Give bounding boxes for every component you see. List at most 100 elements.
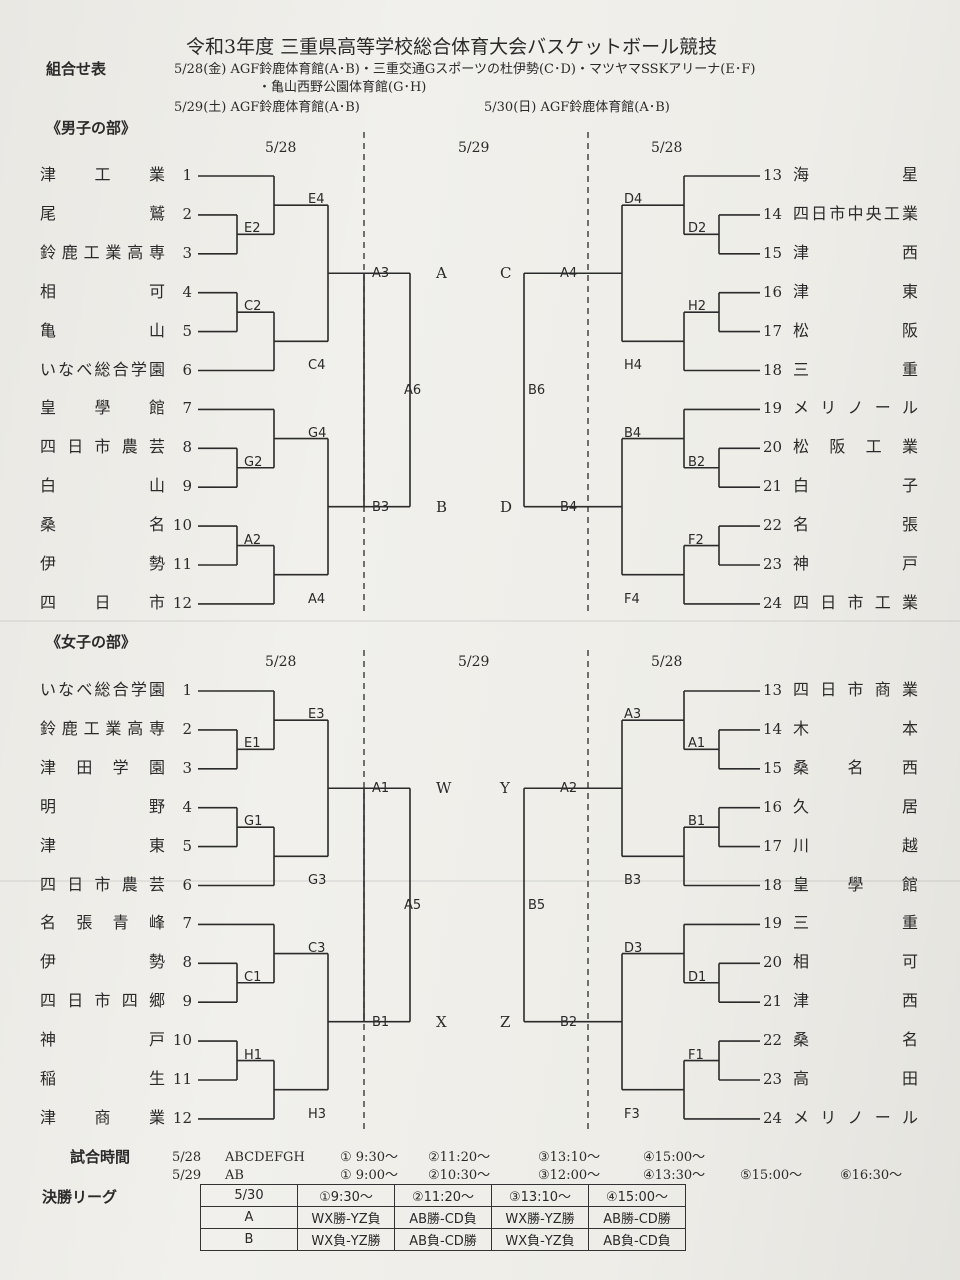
schedule-label: 試合時間 bbox=[70, 1148, 131, 1166]
final-header-cell: 5/30 bbox=[200, 1184, 298, 1207]
team-name: 四 日 市 商 業 bbox=[793, 680, 918, 699]
team-name: 伊 勢 bbox=[40, 554, 165, 573]
team-number: 9 bbox=[182, 477, 192, 496]
bracket-code: G1 bbox=[244, 814, 263, 830]
bracket-code: E3 bbox=[308, 707, 325, 723]
team-name: 亀 山 bbox=[40, 320, 165, 340]
final-cell: WX負-YZ負 bbox=[491, 1228, 589, 1251]
team-number: 12 bbox=[172, 593, 192, 612]
team-number: 15 bbox=[763, 758, 783, 777]
girls-date-right: 5/28 bbox=[651, 654, 683, 670]
team-number: 12 bbox=[172, 1108, 192, 1127]
slot-label: D bbox=[500, 497, 513, 516]
team-number: 2 bbox=[182, 719, 192, 738]
team-number: 14 bbox=[763, 204, 783, 223]
team-number: 5 bbox=[182, 321, 192, 340]
boys-label: 《男子の部》 bbox=[46, 119, 137, 137]
team-number: 21 bbox=[763, 992, 783, 1011]
team-number: 24 bbox=[763, 1108, 783, 1127]
venue-0529: 5/29(土) AGF鈴鹿体育館(A･B) bbox=[174, 100, 360, 115]
team-name: 白 山 bbox=[40, 476, 165, 496]
team-number: 3 bbox=[182, 243, 192, 262]
bracket-code: A4 bbox=[308, 591, 326, 607]
final-header-cell: ③13:10～ bbox=[491, 1184, 589, 1207]
team-number: 2 bbox=[182, 204, 192, 223]
team-name: 四 日 市 工 業 bbox=[793, 592, 918, 612]
team-name: 松 阪 工 業 bbox=[793, 437, 918, 457]
bracket-code: F2 bbox=[688, 532, 704, 548]
team-name: 木 本 bbox=[793, 718, 918, 738]
team-name: 神 戸 bbox=[40, 1030, 165, 1050]
bracket-code: H4 bbox=[624, 358, 643, 374]
team-number: 21 bbox=[763, 477, 783, 496]
schedule-time: ⑥16:30～ bbox=[840, 1168, 903, 1183]
schedule-time: ⑤15:00～ bbox=[740, 1168, 803, 1183]
team-number: 9 bbox=[182, 992, 192, 1011]
team-name: 津 田 学 園 bbox=[40, 757, 165, 777]
paper-fold bbox=[0, 620, 960, 622]
page-title: 令和3年度 三重県高等学校総合体育大会バスケットボール競技 bbox=[186, 36, 718, 58]
schedule-time: ① 9:00～ bbox=[340, 1168, 398, 1183]
bracket-code: H1 bbox=[244, 1047, 263, 1063]
final-cell: WX負-YZ勝 bbox=[297, 1228, 395, 1251]
slot-label: A bbox=[436, 264, 447, 283]
final-cell: A bbox=[200, 1206, 298, 1229]
team-name: 久 居 bbox=[793, 796, 918, 816]
team-name: 津 東 bbox=[40, 835, 165, 855]
schedule-courts-0529: AB bbox=[225, 1168, 244, 1183]
team-name: 四 日 市 bbox=[40, 592, 165, 612]
team-name: 桑 名 西 bbox=[793, 757, 918, 777]
final-cell: AB勝-CD負 bbox=[394, 1206, 492, 1229]
girls-date-center: 5/29 bbox=[458, 654, 490, 670]
bracket-code: B1 bbox=[688, 814, 706, 830]
team-number: 20 bbox=[763, 438, 783, 457]
team-number: 11 bbox=[172, 1070, 192, 1088]
slot-label: Z bbox=[500, 1012, 511, 1031]
team-name: いなべ総合学園 bbox=[40, 680, 165, 699]
bracket-code: B4 bbox=[624, 425, 642, 441]
team-name: 鈴鹿工業高専 bbox=[40, 242, 165, 262]
team-number: 18 bbox=[763, 875, 783, 894]
team-number: 22 bbox=[763, 516, 783, 535]
bracket-code: A6 bbox=[404, 382, 422, 398]
team-name: 相 可 bbox=[793, 952, 918, 972]
schedule-time: ③12:00～ bbox=[538, 1168, 601, 1183]
team-name: 稲 生 bbox=[40, 1069, 165, 1088]
venue-0528: 5/28(金) AGF鈴鹿体育館(A･B)・三重交通Gスポーツの杜伊勢(C･D)… bbox=[174, 62, 756, 77]
bracket-code: B2 bbox=[688, 454, 706, 470]
team-number: 15 bbox=[763, 243, 783, 262]
paper-fold bbox=[0, 880, 960, 882]
team-number: 17 bbox=[763, 321, 783, 340]
venue-0528-cont: ・亀山西野公園体育館(G･H) bbox=[258, 80, 427, 95]
final-header-cell: ②11:20～ bbox=[394, 1184, 492, 1207]
team-name: 桑 名 bbox=[793, 1030, 918, 1050]
team-number: 5 bbox=[182, 836, 192, 855]
team-number: 7 bbox=[182, 399, 192, 418]
bracket-code: H2 bbox=[688, 299, 707, 315]
team-number: 23 bbox=[763, 555, 783, 573]
team-name: 三 重 bbox=[793, 913, 918, 933]
bracket-code: A2 bbox=[244, 532, 262, 548]
team-name: 名 張 bbox=[793, 515, 918, 535]
team-number: 14 bbox=[763, 719, 783, 738]
bracket-code: B6 bbox=[528, 382, 546, 398]
bracket-code: E2 bbox=[244, 221, 261, 237]
team-name: 四日市中央工業 bbox=[793, 203, 918, 223]
team-name: 津 西 bbox=[793, 991, 918, 1011]
team-name: 白 子 bbox=[793, 476, 918, 496]
schedule-time: ②10:30～ bbox=[428, 1168, 491, 1183]
slot-label: C bbox=[500, 264, 512, 283]
team-name: 津 商 業 bbox=[40, 1107, 165, 1127]
bracket-code: D4 bbox=[624, 192, 643, 208]
team-number: 19 bbox=[763, 914, 783, 933]
final-league-table: 5/30 ①9:30～ ②11:20～ ③13:10～ ④15:00～ A WX… bbox=[200, 1184, 686, 1251]
bracket-code: C2 bbox=[244, 299, 262, 315]
final-cell: AB勝-CD勝 bbox=[588, 1206, 686, 1229]
team-name: 海 星 bbox=[793, 165, 918, 184]
team-number: 17 bbox=[763, 836, 783, 855]
team-name: 松 阪 bbox=[793, 320, 918, 340]
team-name: メ リ ノ ー ル bbox=[793, 398, 918, 418]
bracket-code: G2 bbox=[244, 454, 263, 470]
bracket-code: A5 bbox=[404, 897, 422, 913]
